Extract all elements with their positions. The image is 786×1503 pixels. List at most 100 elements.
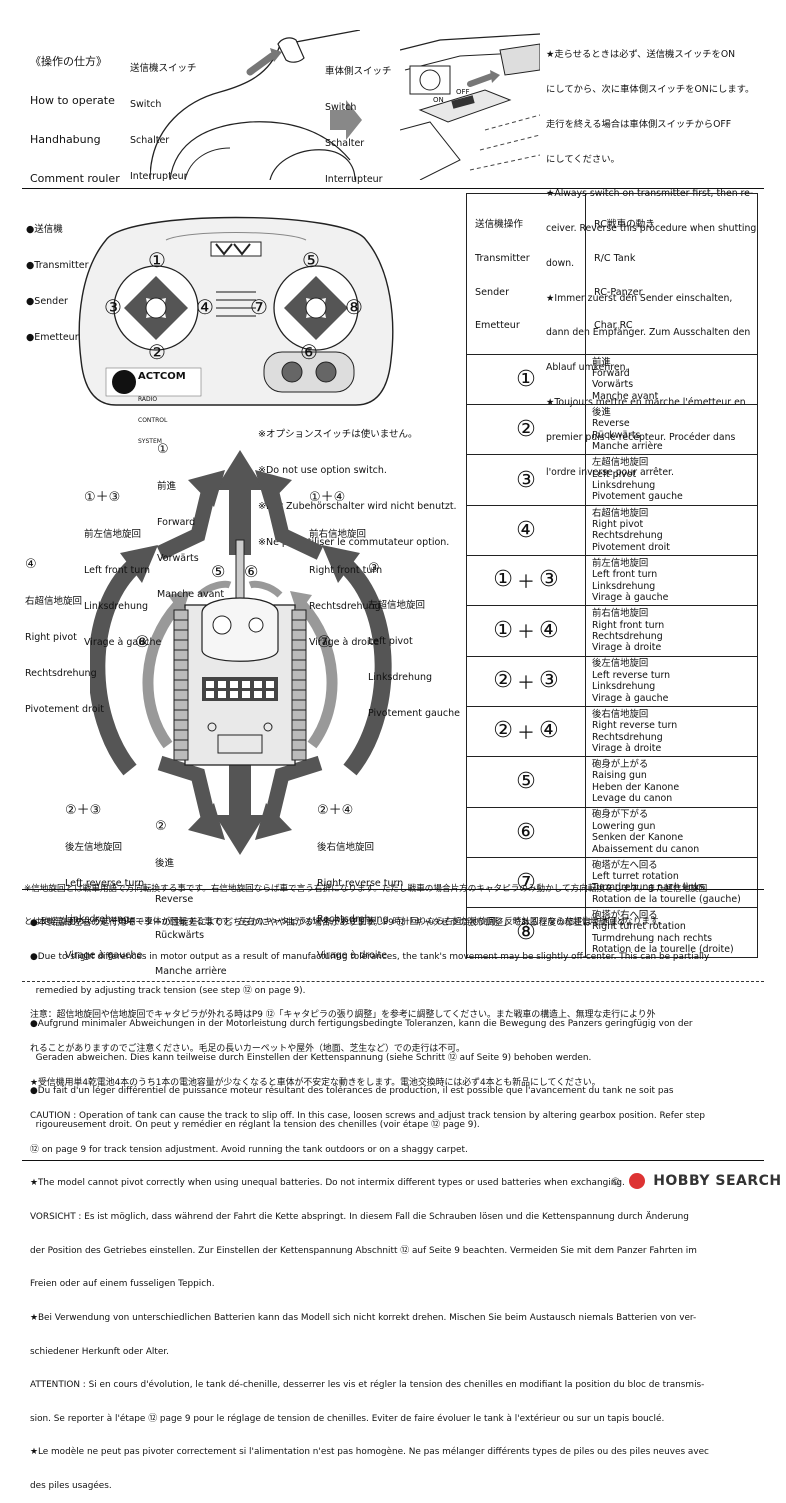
control-input-cell: ⑧ <box>466 907 586 959</box>
tx-switch-de: Schalter <box>130 135 170 146</box>
control-table: 送信機操作 Transmitter Sender Emetteur RC戦車の動… <box>466 193 758 959</box>
label-en: Left pivot <box>368 636 413 647</box>
control-result-line: 後進 <box>592 406 611 418</box>
caution-line: ★The model cannot pivot correctly when u… <box>30 1178 625 1189</box>
control-result-line: Senken der Kanone <box>592 832 684 844</box>
control-input-cell: ②＋④ <box>466 705 586 758</box>
actcom-sub: SYSTEM <box>138 438 162 445</box>
caution-line: des piles usagées. <box>30 1480 112 1491</box>
on-label: ON <box>433 96 444 104</box>
label-num: ①＋③ <box>84 490 121 505</box>
control-result-line: Rückwärts <box>592 429 641 441</box>
control-input-a: ⑦ <box>516 869 536 895</box>
rx-switch-fr: Interrupteur <box>325 174 383 185</box>
notice-line: rigoureusement droit. On peut y remédier… <box>30 1120 480 1131</box>
section-divider <box>22 188 764 189</box>
col1-ja: 送信機操作 <box>475 219 523 231</box>
col2-de: RC-Panzer <box>594 286 643 298</box>
label-de: Rechtsdrehung <box>25 668 97 679</box>
caution-line: ★Bei Verwendung von unterschiedlichen Ba… <box>30 1312 697 1323</box>
label-fr: Manche avant <box>157 589 225 600</box>
label-de: Rückwärts <box>155 930 205 941</box>
rx-switch-arrow <box>467 73 495 87</box>
option-switch-icon <box>263 351 355 393</box>
caution-line: ★受信機用単4乾電池4本のうち1本の電池容量が少なくなると車体が不安定な動きをし… <box>30 1077 601 1088</box>
actcom-brand: ACTCOM <box>138 371 186 382</box>
label-num: ①＋④ <box>309 490 346 505</box>
control-result-line: Virage à droite <box>592 642 662 654</box>
right-front-turn-arrow-icon <box>262 483 324 560</box>
actcom-sub: RADIO <box>138 396 158 403</box>
label-ja: 前右信地旋回 <box>309 529 367 540</box>
notice-line: ●Aufgrund minimaler Abweichungen in der … <box>30 1019 693 1030</box>
label-forward: ① 前進 Forward Vorwärts Manche avant <box>157 418 224 613</box>
control-result-line: Pivotement gauche <box>592 491 683 503</box>
control-result-line: Right reverse turn <box>592 720 678 732</box>
control-input-a: ② <box>493 668 513 694</box>
transmitter-switch-illustration <box>150 30 360 180</box>
transmitter-label: ●送信機 ●Transmitter ●Sender ●Emetteur <box>26 200 89 356</box>
label-de: Linksdrehung <box>65 914 130 925</box>
control-result-line: 前進 <box>592 356 611 368</box>
label-left-pivot: ③ 左超信地旋回 Left pivot Linksdrehung Pivotem… <box>368 537 460 732</box>
turret-right-mark: ⑦ <box>317 632 332 651</box>
tx-num-1: ① <box>148 248 166 272</box>
control-result-line: Left pivot <box>592 468 637 480</box>
caution-line: sion. Se reporter à l'étape ⑫ page 9 pou… <box>30 1413 665 1424</box>
left-pivot-arrow-icon <box>339 558 392 776</box>
col1-de: Sender <box>475 286 510 298</box>
col1-en: Transmitter <box>475 253 530 265</box>
control-result-line: 砲身が下がる <box>592 809 649 821</box>
howto-heading: 《操作の仕方》 How to operate Handhabung Commen… <box>30 29 120 211</box>
control-plus: ＋ <box>517 722 535 744</box>
transmitter-label-en: ●Transmitter <box>26 260 89 271</box>
motor-tolerance-notice: ●本製品は左右の走行用モーターの性能差によりどちらかにやや曲がる場合があります。… <box>30 896 709 1142</box>
label-en: Forward <box>157 517 196 528</box>
control-plus: ＋ <box>517 622 535 644</box>
tx-switch-en: Switch <box>130 99 162 110</box>
tx-num-8: ⑧ <box>345 295 363 319</box>
control-result-line: Rotation de la tourelle (droite) <box>592 944 734 956</box>
note-line: ★走らせるときは必ず、送信機スイッチをON <box>546 49 736 61</box>
control-input-cell: ① <box>466 353 586 406</box>
actcom-sub: CONTROL <box>138 417 168 424</box>
control-result-line: Virage à gauche <box>592 592 669 604</box>
control-input-b: ③ <box>539 567 559 593</box>
control-result-line: Right pivot <box>592 518 644 530</box>
control-result-line: Linksdrehung <box>592 681 656 693</box>
gun-down-arrow-icon <box>248 580 283 598</box>
label-de: Rechtsdrehung <box>309 601 381 612</box>
col-tank-header: RC戦車の動き R/C Tank RC-Panzer Char RC <box>585 193 758 355</box>
transmitter-illustration <box>78 216 394 406</box>
notice-line: ●Due to slight differences in motor outp… <box>30 952 710 963</box>
control-result-line: Heben der Kanone <box>592 781 680 793</box>
control-result-line: Vorwärts <box>592 379 634 391</box>
label-fr: Pivotement gauche <box>368 708 460 719</box>
control-input-cell: ②＋③ <box>466 655 586 707</box>
tank-icon <box>173 539 307 766</box>
label-en: Right pivot <box>25 632 77 643</box>
caution-line: ⑫ on page 9 for track tension adjustment… <box>30 1144 468 1155</box>
howto-section: 《操作の仕方》 How to operate Handhabung Commen… <box>0 0 786 478</box>
control-result-line: Left turret rotation <box>592 871 679 883</box>
reverse-arrow-icon <box>215 765 265 855</box>
label-de: Linksdrehung <box>368 672 433 683</box>
label-de: Vorwärts <box>157 553 199 564</box>
control-input-cell: ③ <box>466 454 586 506</box>
actcom-subtitle: RADIO CONTROL SYSTEM <box>138 382 167 452</box>
col2-en: R/C Tank <box>594 253 636 265</box>
notice-line: ●Du fait d'un léger différentiel de puis… <box>30 1086 674 1097</box>
control-input-cell: ①＋④ <box>466 605 586 657</box>
right-stick-icon <box>273 265 359 351</box>
control-result-line: Manche arrière <box>592 441 663 453</box>
label-fr: Virage à droite <box>317 950 388 961</box>
hobby-search-text: HOBBY SEARCH <box>653 1173 782 1189</box>
control-input-a: ⑤ <box>516 769 536 795</box>
